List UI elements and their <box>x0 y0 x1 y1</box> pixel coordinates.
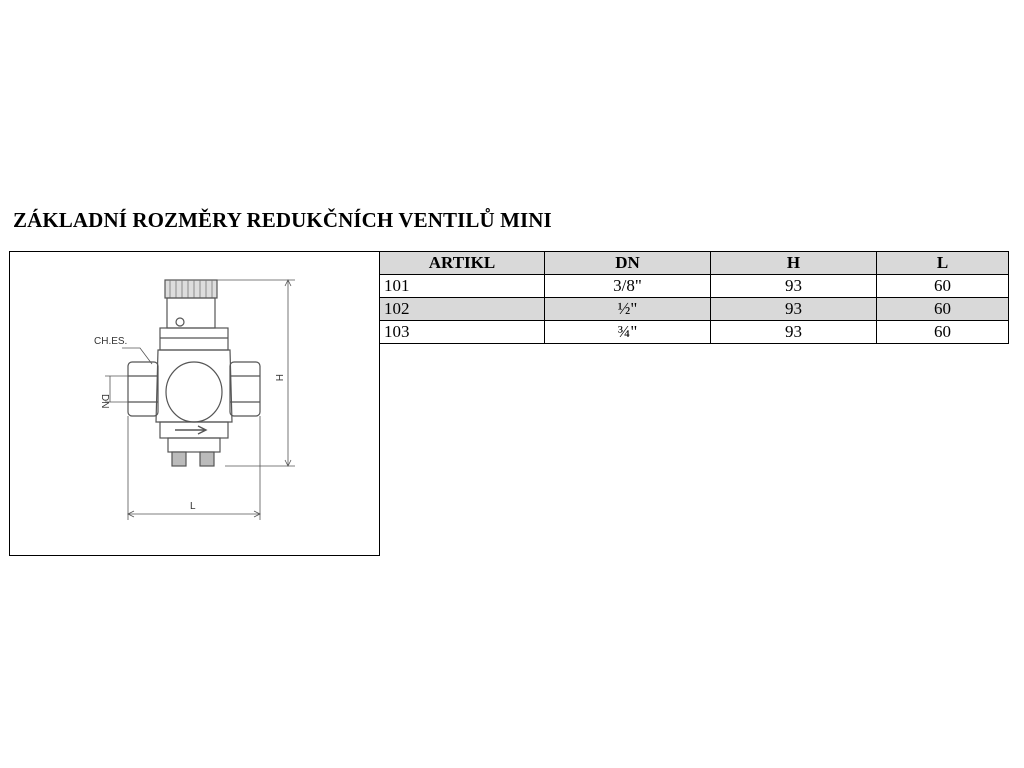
label-dn: DN <box>99 394 110 408</box>
cell-l: 60 <box>876 274 1009 298</box>
cell-l: 60 <box>876 320 1009 344</box>
cell-h: 93 <box>710 274 877 298</box>
cell-dn: ¾" <box>544 320 711 344</box>
label-l: L <box>190 501 196 512</box>
cell-artikl: 102 <box>379 297 545 321</box>
header-h: H <box>710 251 877 275</box>
header-artikl: ARTIKL <box>379 251 545 275</box>
cell-l: 60 <box>876 297 1009 321</box>
cell-artikl: 103 <box>379 320 545 344</box>
table-row: 103 ¾" 93 60 <box>379 320 1009 344</box>
cell-h: 93 <box>710 297 877 321</box>
valve-drawing: CH.ES. DN H L <box>9 251 380 556</box>
page-title: ZÁKLADNÍ ROZMĚRY REDUKČNÍCH VENTILŮ MINI <box>13 208 552 232</box>
cell-dn: ½" <box>544 297 711 321</box>
cell-h: 93 <box>710 320 877 344</box>
cell-artikl: 101 <box>379 274 545 298</box>
table-header-row: ARTIKL DN H L <box>379 251 1009 275</box>
label-ches: CH.ES. <box>94 336 127 347</box>
label-h: H <box>273 374 284 381</box>
header-dn: DN <box>544 251 711 275</box>
cell-dn: 3/8" <box>544 274 711 298</box>
table-row: 102 ½" 93 60 <box>379 297 1009 321</box>
dimensions-table: ARTIKL DN H L 101 3/8" 93 60 102 ½" 93 6… <box>379 251 1009 344</box>
valve-diagram: CH.ES. DN H L <box>94 279 295 520</box>
header-l: L <box>876 251 1009 275</box>
table-row: 101 3/8" 93 60 <box>379 274 1009 298</box>
